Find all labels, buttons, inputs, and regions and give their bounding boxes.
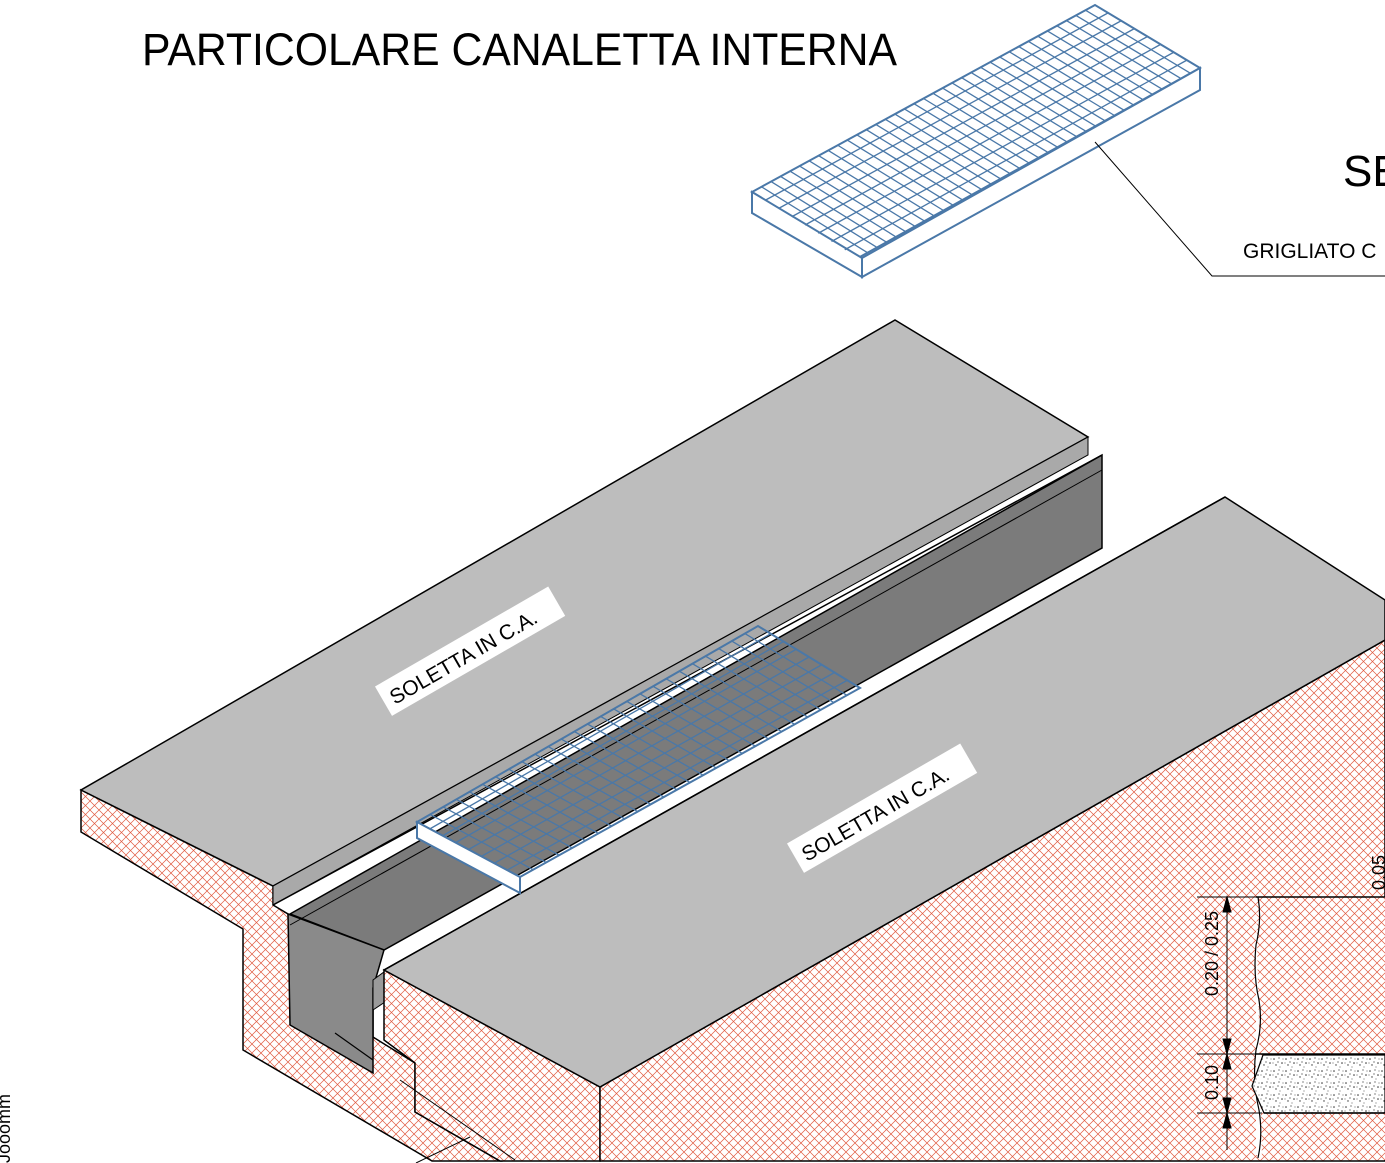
dimension-lines: [1197, 895, 1262, 1150]
grating-bar: [705, 655, 809, 718]
grating-bar: [904, 108, 1011, 175]
grating-bar: [970, 71, 1077, 138]
grating-bar: [652, 685, 756, 747]
grating-bar: [1066, 20, 1172, 85]
grating-bar: [442, 806, 547, 864]
grating-bar: [639, 693, 743, 754]
grating-bar: [534, 753, 639, 813]
grating-bar: [770, 181, 878, 248]
grating-callout-label: GRIGLIATO C: [1243, 240, 1376, 263]
grating-bar: [574, 730, 678, 791]
grating-bar: [846, 139, 954, 206]
grating-bar: [613, 708, 717, 769]
grating-detail: [750, 3, 1202, 279]
section-detail: 0.20 / 0.25 0.10 0.05: [1197, 855, 1385, 1160]
dim-upper-layer: 0.20 / 0.25: [1202, 911, 1222, 996]
grating-bar: [665, 678, 769, 740]
grating-installed: [414, 624, 862, 895]
grating-bar: [808, 160, 916, 227]
dim-top-partial: 0.05: [1369, 855, 1385, 890]
edge-text: Jooomm: [0, 1094, 14, 1163]
grating-bar: [999, 56, 1106, 122]
grating-bar: [894, 113, 1001, 180]
grating-bar: [932, 92, 1039, 159]
grating-bar: [521, 761, 625, 820]
grating-bar: [1018, 45, 1125, 111]
grating-bar: [961, 77, 1068, 143]
section-heading: SE: [1343, 147, 1385, 196]
grating-bar: [600, 715, 704, 776]
grating-bar: [875, 123, 982, 190]
grating-bar: [1085, 9, 1191, 74]
grating-bar: [989, 61, 1096, 127]
drawing-title: PARTICOLARE CANALETTA INTERNA: [142, 24, 897, 75]
grating-bar: [692, 663, 795, 725]
grating-bar: [495, 776, 599, 834]
grating-bar: [837, 144, 944, 212]
grating-bar: [913, 103, 1020, 169]
grating-bar: [885, 118, 992, 185]
grating-bar: [508, 768, 612, 827]
grating-bar: [456, 798, 560, 856]
grating-bar: [1008, 51, 1115, 117]
channel: [272, 453, 1103, 1075]
grating-bar: [1075, 14, 1182, 80]
grating-bar: [587, 723, 691, 784]
grating-bar: [1027, 40, 1134, 106]
grating-bar: [818, 155, 925, 222]
grating-bar: [731, 640, 835, 704]
grating-bar: [799, 165, 906, 233]
grating-bar: [469, 791, 573, 849]
grating-bar: [923, 97, 1030, 164]
grating-bar: [1047, 30, 1153, 95]
grating-callout: GRIGLIATO C: [1094, 141, 1385, 277]
grating-bar: [951, 82, 1058, 148]
grating-bar: [718, 648, 822, 711]
grating-bar: [827, 149, 935, 217]
grating-bar: [626, 700, 730, 762]
grating-bar: [789, 170, 897, 238]
grating-bar: [429, 813, 534, 871]
lower-leaders: [399, 1079, 516, 1163]
grating-bar: [980, 66, 1087, 132]
grating-bar: [865, 129, 973, 196]
grating-bar: [1037, 35, 1144, 101]
grating-bar: [744, 632, 848, 696]
grating-bar: [856, 134, 963, 201]
grating-bar: [482, 783, 586, 842]
grating-bars: [761, 9, 1191, 254]
dim-lower-layer: 0.10: [1202, 1065, 1222, 1100]
grating-bar: [678, 670, 782, 733]
grating-bar: [547, 746, 652, 805]
grating-bar: [780, 175, 887, 243]
grating-bar: [1056, 25, 1163, 90]
grating-bar: [761, 186, 868, 254]
grating-bar: [942, 87, 1049, 153]
grating-bar: [560, 738, 665, 798]
grating-bars: [429, 632, 848, 871]
